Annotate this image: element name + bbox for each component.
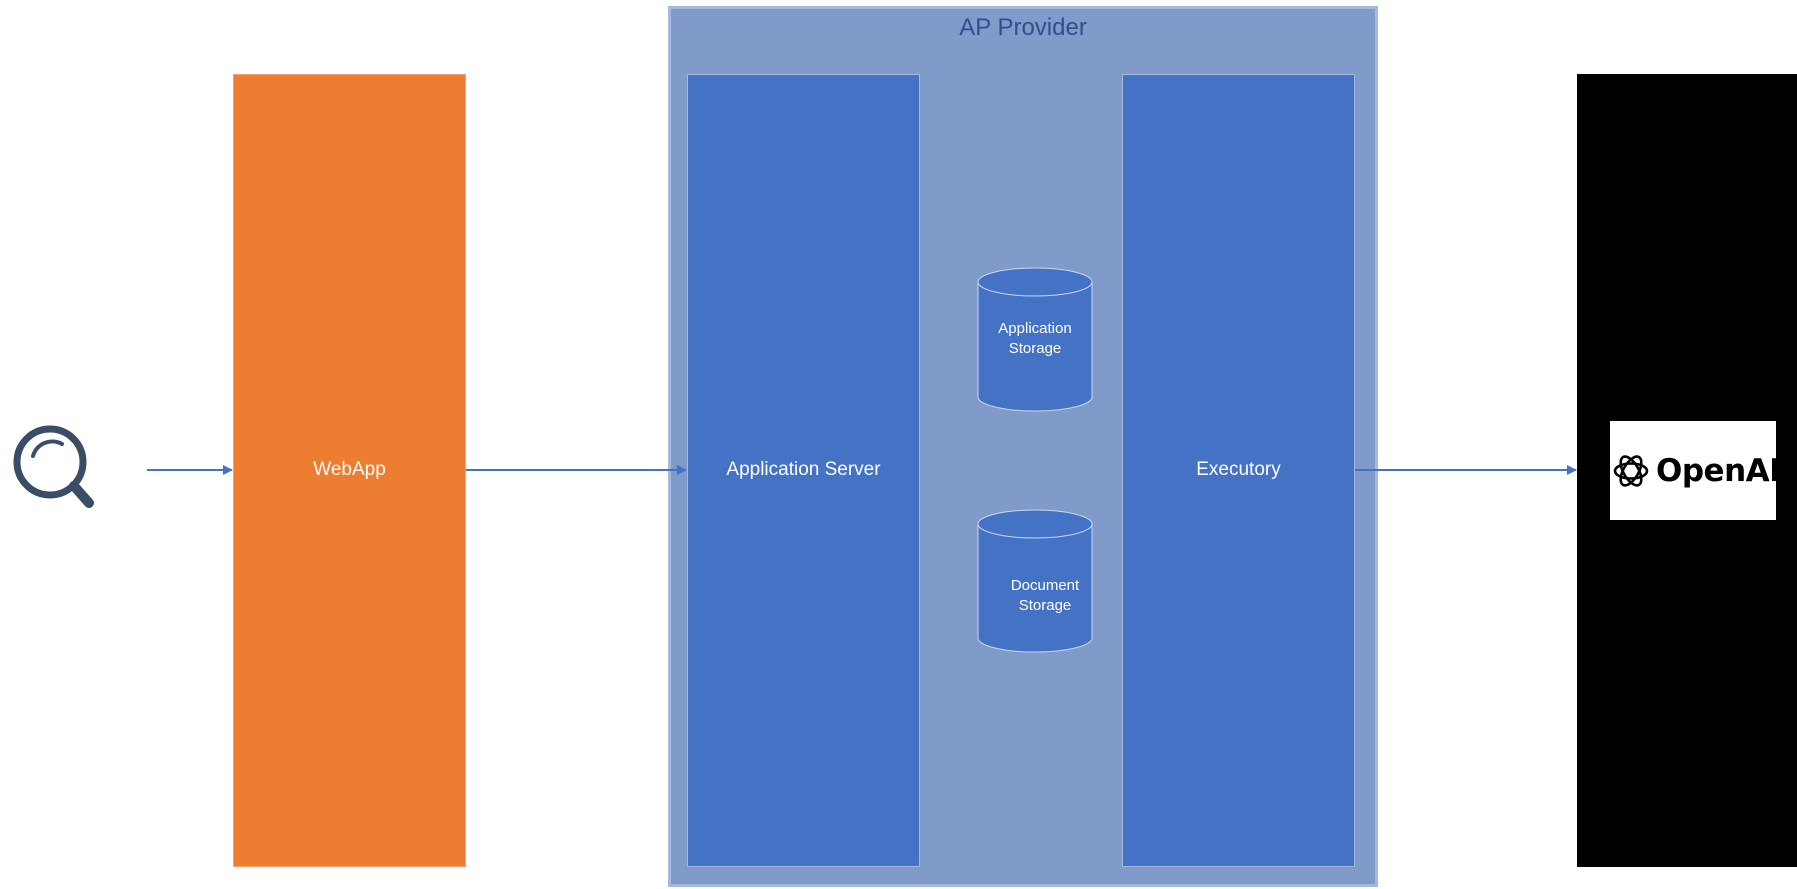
application-storage-label-line2: Storage: [1008, 340, 1062, 357]
executory-label: Executory: [1196, 459, 1281, 480]
application-storage-label: Application Storage: [980, 319, 1090, 359]
openai-logo: OpenAI: [1610, 421, 1776, 520]
document-storage-label-line2: Storage: [1018, 597, 1072, 614]
ap-provider-title: AP Provider: [959, 14, 1087, 41]
openai-knot-icon: [1613, 454, 1649, 487]
application-server-box: [687, 74, 920, 867]
webapp-box: [233, 74, 466, 867]
application-storage-cylinder: [977, 267, 1093, 412]
application-server-label: Application Server: [726, 459, 881, 480]
openai-logo-text: OpenAI: [1656, 452, 1776, 489]
executory-box: [1122, 74, 1355, 867]
document-storage-label-line1: Document: [1010, 577, 1080, 594]
magnifier-icon: [13, 425, 94, 508]
webapp-label: WebApp: [313, 459, 386, 480]
document-storage-cylinder: [977, 509, 1093, 653]
application-storage-label-line1: Application: [998, 320, 1072, 337]
document-storage-label: Document Storage: [990, 576, 1100, 616]
